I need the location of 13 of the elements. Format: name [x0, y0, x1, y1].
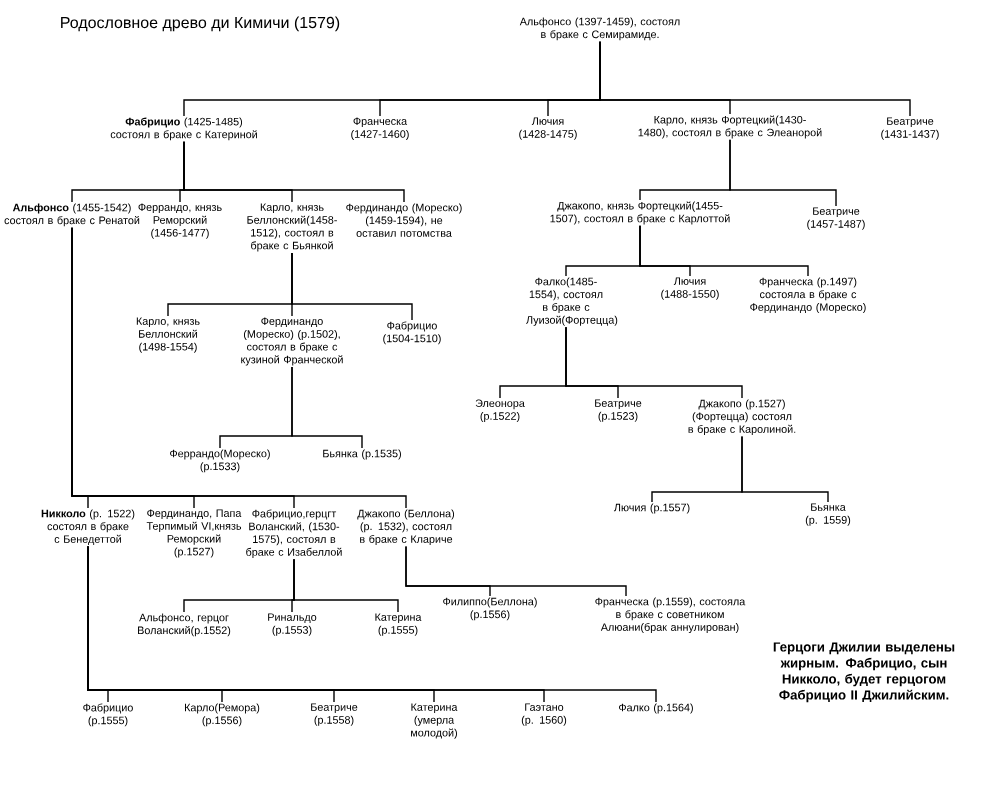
- tree-line: [405, 545, 627, 597]
- tree-line: [565, 326, 743, 399]
- tree-line: [291, 366, 363, 449]
- tree-line: [741, 435, 829, 503]
- tree-line: [183, 141, 405, 203]
- tree-line: [71, 227, 407, 509]
- tree-line: [293, 558, 399, 613]
- tree-line: [729, 139, 837, 207]
- tree-line: [87, 545, 657, 703]
- tree-line: [291, 252, 413, 321]
- tree-line: [599, 41, 911, 117]
- tree-line: [639, 225, 809, 277]
- title: Родословное древо ди Кимичи (1579): [61, 16, 340, 32]
